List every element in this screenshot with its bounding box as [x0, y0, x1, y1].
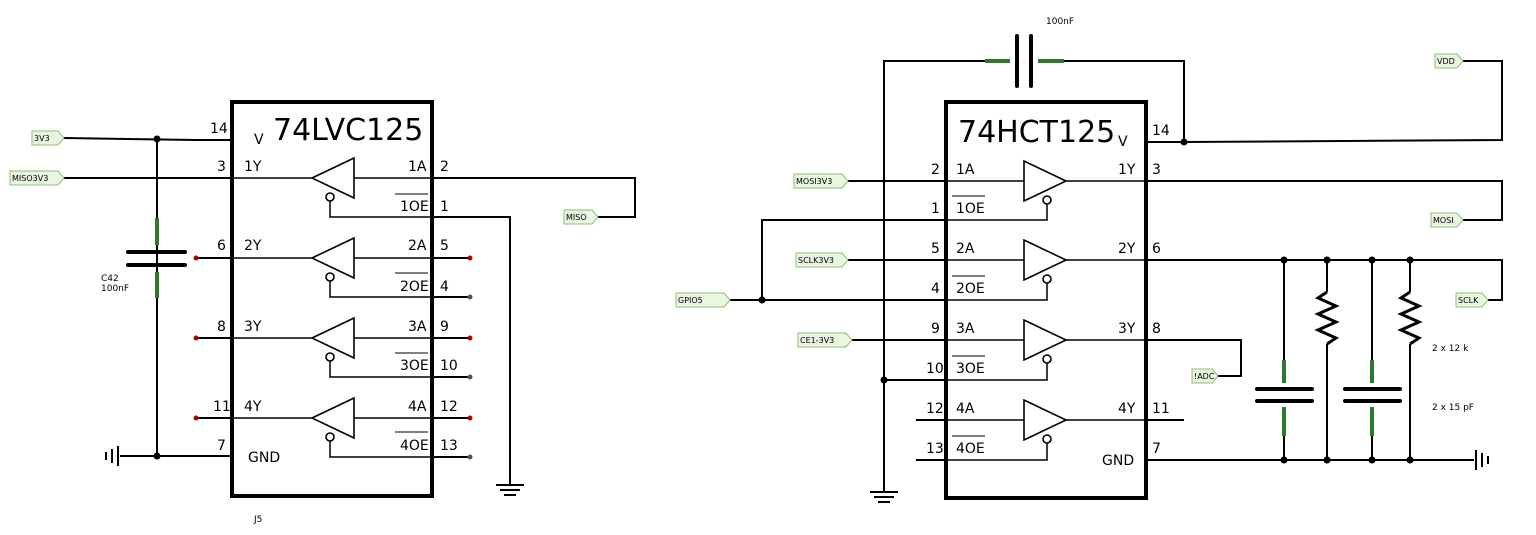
pin-name: 2A	[956, 241, 975, 257]
pin-name: 1Y	[1118, 162, 1136, 178]
chip-title-left: 74LVC125	[273, 113, 423, 148]
pin-name: 2OE	[956, 281, 985, 297]
pin-num: 13	[926, 441, 944, 457]
svg-text:GPIO5: GPIO5	[678, 296, 703, 305]
pin-num: 4	[440, 279, 449, 295]
pin-name: 3OE	[956, 361, 985, 377]
svg-text:3V3: 3V3	[34, 134, 50, 143]
pin-name: 4OE	[956, 441, 985, 457]
net-label-vdd: VDD	[1434, 53, 1464, 69]
c42-value: 100nF	[101, 284, 129, 294]
pin-name: 2Y	[244, 238, 262, 254]
pin-name: 2OE	[400, 279, 429, 295]
pin-name: 4Y	[244, 399, 262, 415]
pin-num: 12	[440, 399, 458, 415]
pin-num: 9	[440, 319, 449, 335]
pin-num: 2	[931, 162, 940, 178]
pin-name: 4Y	[1118, 401, 1136, 417]
chip-v-label-left: V	[254, 132, 264, 148]
buffer-4	[232, 396, 432, 458]
buffer-1	[232, 156, 432, 218]
pin-num: 5	[931, 241, 940, 257]
pin-name: 3A	[956, 321, 975, 337]
pin-name: 4A	[408, 399, 427, 415]
net-label-ce1-3v3: CE1-3V3	[797, 332, 853, 348]
pin-name: 1OE	[956, 201, 985, 217]
net-label-miso3v3: MISO3V3	[9, 170, 65, 186]
pin-name: 4OE	[400, 438, 429, 454]
pin-num: 14	[210, 121, 228, 137]
chip-74hct125: 74HCT125 V GND 2 1A 1 1OE 5 2A 4 2OE 9 3…	[910, 100, 1184, 500]
pin-num: 3	[217, 159, 226, 175]
svg-text:MOSI: MOSI	[1433, 216, 1454, 225]
net-label-sclk3v3: SCLK3V3	[795, 252, 849, 268]
pin-name: 3Y	[244, 319, 262, 335]
svg-text:VDD: VDD	[1437, 57, 1455, 66]
pin-num: 11	[1152, 401, 1170, 417]
resistor-value: 2 x 12 k	[1432, 344, 1469, 354]
pin-num: 6	[1152, 241, 1161, 257]
pin-num: 3	[1152, 162, 1161, 178]
pin-name: 3Y	[1118, 321, 1136, 337]
left-wiring	[63, 135, 636, 496]
c42-ref: C42	[101, 274, 119, 284]
pin-num: 7	[1152, 441, 1161, 457]
buffer-2	[232, 236, 432, 298]
pin-num: 11	[213, 399, 231, 415]
right-wiring	[730, 34, 1503, 503]
svg-text:MISO: MISO	[566, 213, 587, 222]
net-label-mosi3v3: MOSI3V3	[793, 173, 849, 189]
chip-title-right: 74HCT125	[958, 115, 1115, 150]
pin-name: 2Y	[1118, 241, 1136, 257]
pin-num: 10	[926, 361, 944, 377]
svg-text:CE1-3V3: CE1-3V3	[800, 336, 834, 345]
pin-num: 10	[440, 358, 458, 374]
chip-ref-left: J5	[253, 515, 262, 525]
pin-name: 3A	[408, 319, 427, 335]
pin-num: 5	[440, 238, 449, 254]
pin-num: 7	[217, 438, 226, 454]
pin-num: 8	[217, 319, 226, 335]
pin-num: 6	[217, 238, 226, 254]
pin-name: 1Y	[244, 159, 262, 175]
pin-name: 3OE	[400, 358, 429, 374]
pin-name: 2A	[408, 238, 427, 254]
cap-top-value: 100nF	[1046, 17, 1074, 27]
svg-text:SCLK: SCLK	[1458, 296, 1479, 305]
chip-gnd-label-right: GND	[1102, 453, 1134, 469]
pin-num: 14	[1152, 123, 1170, 139]
net-label-3v3: 3V3	[31, 130, 65, 146]
buffer-r3	[946, 318, 1146, 381]
pin-num: 8	[1152, 321, 1161, 337]
chip-gnd-label-left: GND	[248, 450, 280, 466]
chip-74lvc125: 74LVC125 V GND 14 3 1Y 6 2Y 8 3Y 11 4Y 7…	[193, 100, 473, 498]
pin-num: 12	[926, 401, 944, 417]
capacitor-value: 2 x 15 pF	[1432, 403, 1474, 413]
svg-text:!ADC: !ADC	[1194, 372, 1215, 381]
pin-name: 4A	[956, 401, 975, 417]
svg-text:SCLK3V3: SCLK3V3	[798, 256, 834, 265]
pin-num: 4	[931, 281, 940, 297]
buffer-r1	[946, 159, 1146, 221]
buffer-3	[232, 316, 432, 378]
net-label-sclk: SCLK	[1455, 292, 1489, 308]
pin-num: 9	[931, 321, 940, 337]
pin-num: 2	[440, 159, 449, 175]
buffer-r2	[946, 238, 1146, 301]
pin-num: 13	[440, 438, 458, 454]
net-label-adc: !ADC	[1191, 368, 1219, 384]
net-label-miso: MISO	[563, 209, 599, 225]
net-label-gpio5: GPIO5	[675, 292, 731, 308]
chip-v-label-right: V	[1118, 134, 1128, 150]
pin-name: 1A	[956, 162, 975, 178]
pin-name: 1OE	[400, 199, 429, 215]
svg-text:MISO3V3: MISO3V3	[12, 174, 48, 183]
svg-text:MOSI3V3: MOSI3V3	[796, 177, 832, 186]
buffer-r4	[946, 398, 1146, 461]
net-label-mosi: MOSI	[1430, 212, 1464, 228]
pin-num: 1	[440, 199, 449, 215]
pin-num: 1	[931, 201, 940, 217]
pin-name: 1A	[408, 159, 427, 175]
